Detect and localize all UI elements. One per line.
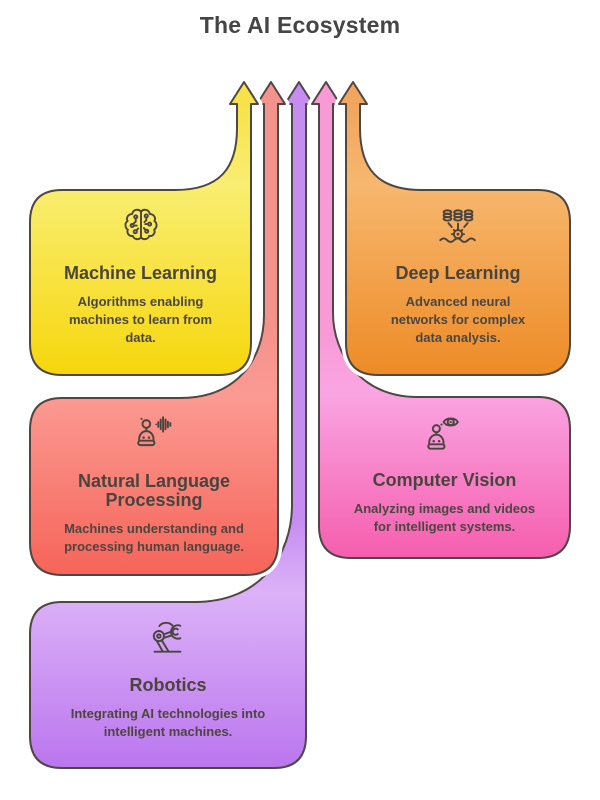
card-title: Natural Language Processing [77, 471, 231, 510]
card-description: Algorithms enabling machines to learn fr… [68, 294, 213, 345]
card-machine-learning: Machine Learning Algorithms enabling mac… [30, 190, 251, 375]
card-natural-language-processing: Natural Language Processing Machines und… [30, 398, 278, 575]
brain-circuit-icon [124, 208, 157, 241]
card-robotics: Robotics Integrating AI technologies int… [30, 602, 306, 768]
card-title: Machine Learning [63, 263, 218, 283]
card-description: Machines understanding and processing hu… [64, 521, 244, 554]
page-title: The AI Ecosystem [199, 12, 401, 38]
card-computer-vision: Computer Vision Analyzing images and vid… [319, 397, 570, 558]
card-title: Computer Vision [372, 470, 517, 490]
card-description: Analyzing images and videos for intellig… [353, 501, 536, 534]
card-description: Advanced neural networks for complex dat… [390, 294, 526, 345]
card-description: Integrating AI technologies into intelli… [70, 706, 266, 739]
card-title: Deep Learning [395, 263, 521, 283]
robot-voice-icon [137, 416, 172, 447]
card-title: Robotics [129, 675, 207, 695]
robot-arm-icon [152, 621, 182, 653]
card-deep-learning: Deep Learning Advanced neural networks f… [346, 190, 570, 375]
database-gear-icon [439, 209, 476, 243]
robot-eye-icon [426, 417, 459, 450]
